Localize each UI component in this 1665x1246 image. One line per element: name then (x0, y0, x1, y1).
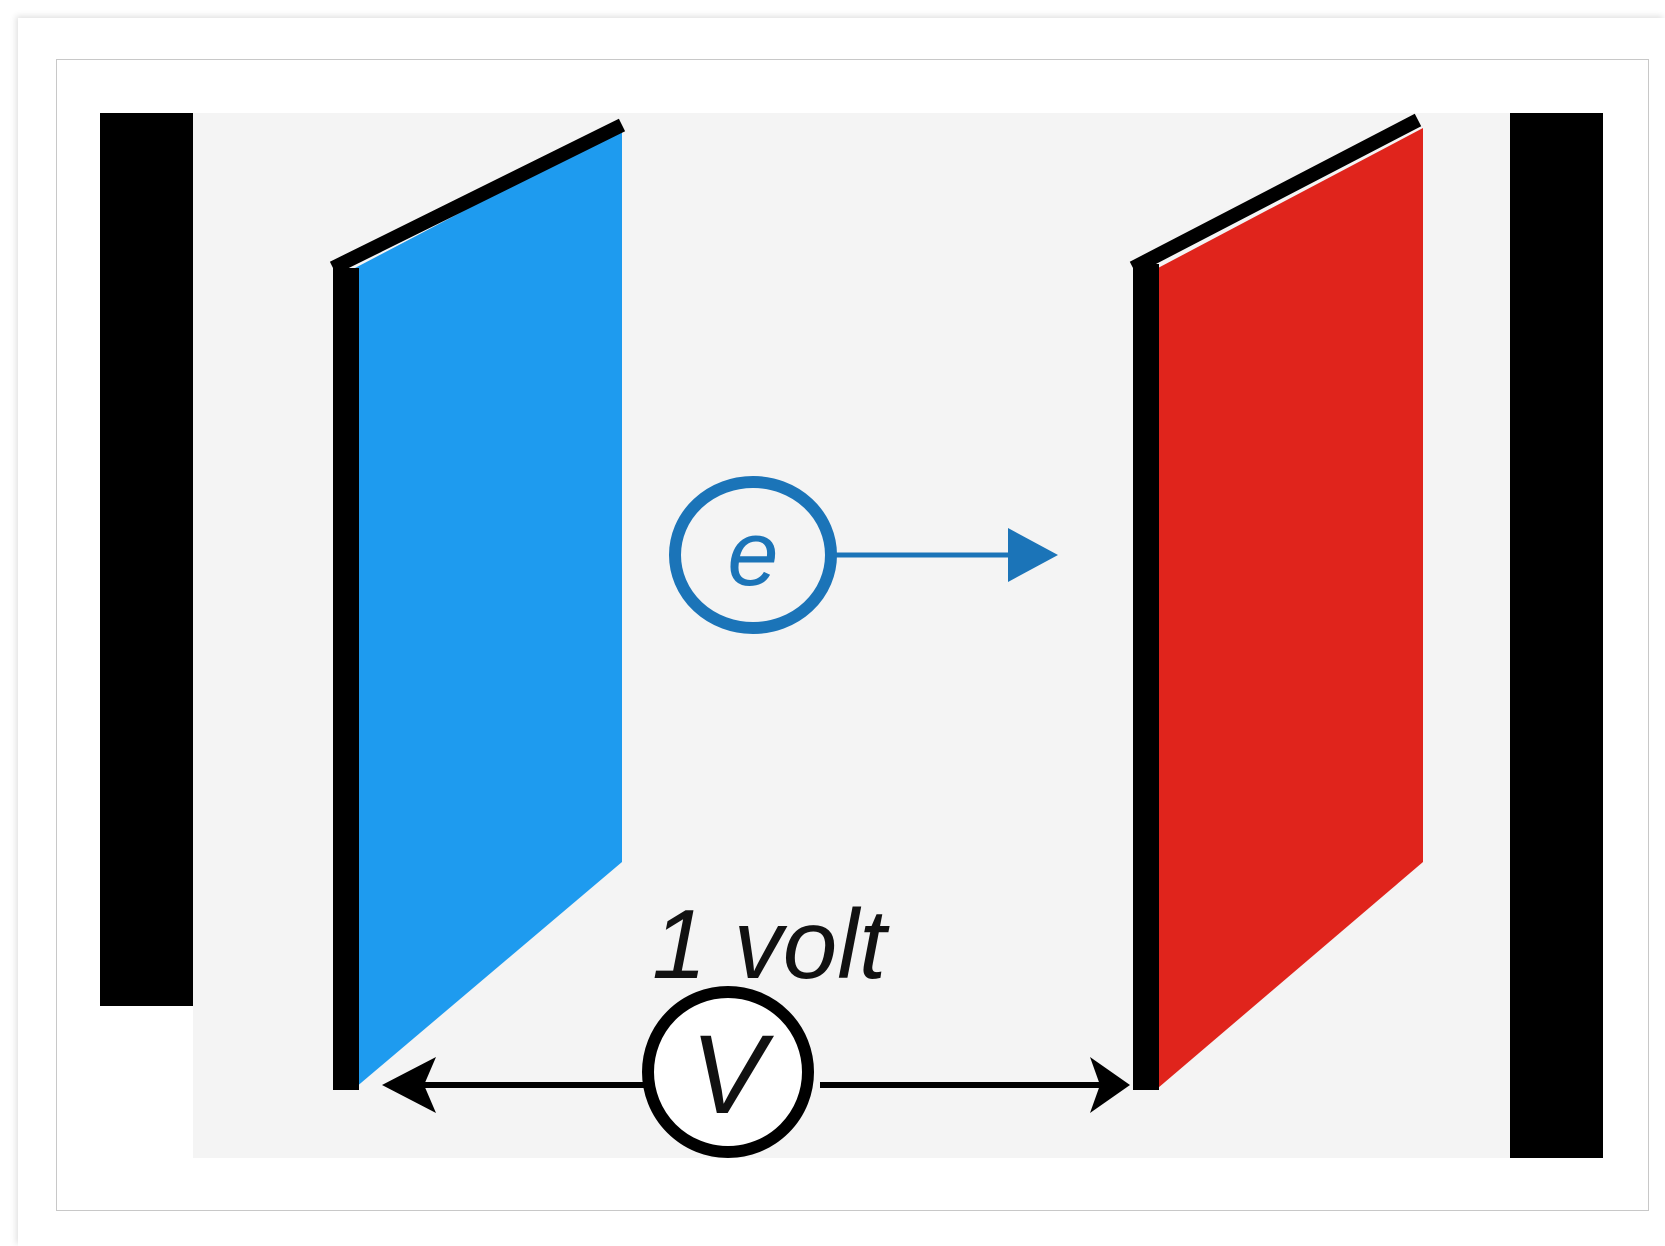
electron-arrow-head (1008, 528, 1058, 582)
electron-label: e (727, 503, 778, 605)
left-outer-bar (100, 113, 193, 1006)
left-plate (355, 128, 622, 1088)
voltage-arrow-left (382, 1057, 436, 1113)
diagram-background-lower (221, 1030, 1510, 1158)
left-plate-top-edge (329, 118, 626, 275)
voltage-arrow-right (1090, 1057, 1130, 1113)
right-plate-top-edge (1129, 113, 1422, 275)
voltmeter-label: V (691, 1012, 775, 1137)
voltmeter-circle (642, 986, 814, 1158)
right-outer-bar (1510, 113, 1603, 1158)
voltage-label: 1 volt (652, 889, 890, 999)
right-plate (1158, 128, 1423, 1088)
electron-circle (669, 476, 837, 634)
